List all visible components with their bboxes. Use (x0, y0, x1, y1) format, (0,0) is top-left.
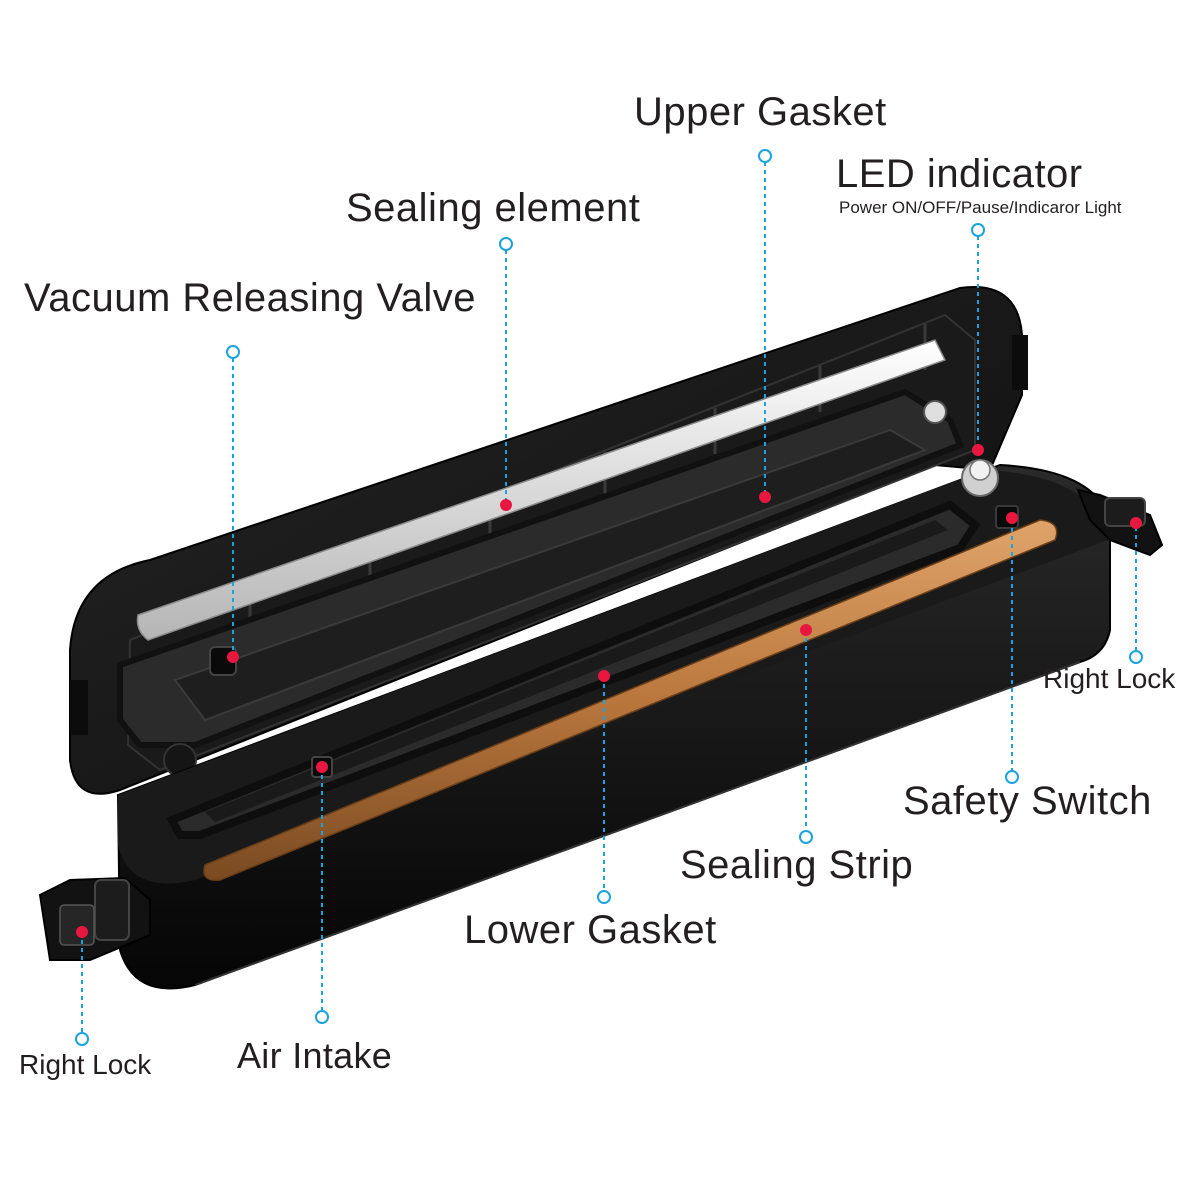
marker-dots (76, 444, 1142, 938)
label-air-intake: Air Intake (237, 1035, 393, 1076)
label-safety-switch: Safety Switch (903, 779, 1152, 823)
label-sealing-strip: Sealing Strip (680, 843, 914, 887)
label-vacuum-releasing-valve: Vacuum Releasing Valve (24, 276, 476, 320)
label-right-lock-left: Right Lock (19, 1049, 152, 1080)
label-sealing-element: Sealing element (346, 186, 641, 230)
sealing-strip-copper (203, 519, 1058, 881)
base (116, 459, 1111, 990)
lid (69, 286, 1028, 795)
right-lock (1076, 488, 1164, 557)
leader-lines (81, 162, 1137, 1032)
label-upper-gasket: Upper Gasket (634, 90, 887, 134)
label-led-indicator: LED indicator (836, 152, 1083, 196)
label-lower-gasket: Lower Gasket (464, 908, 717, 952)
leader-end-circles (75, 149, 1143, 1046)
label-right-lock-right: Right Lock (1043, 663, 1176, 694)
label-led-indicator-sub: Power ON/OFF/Pause/Indicaror Light (839, 198, 1122, 217)
sealing-element-bar (136, 339, 947, 641)
